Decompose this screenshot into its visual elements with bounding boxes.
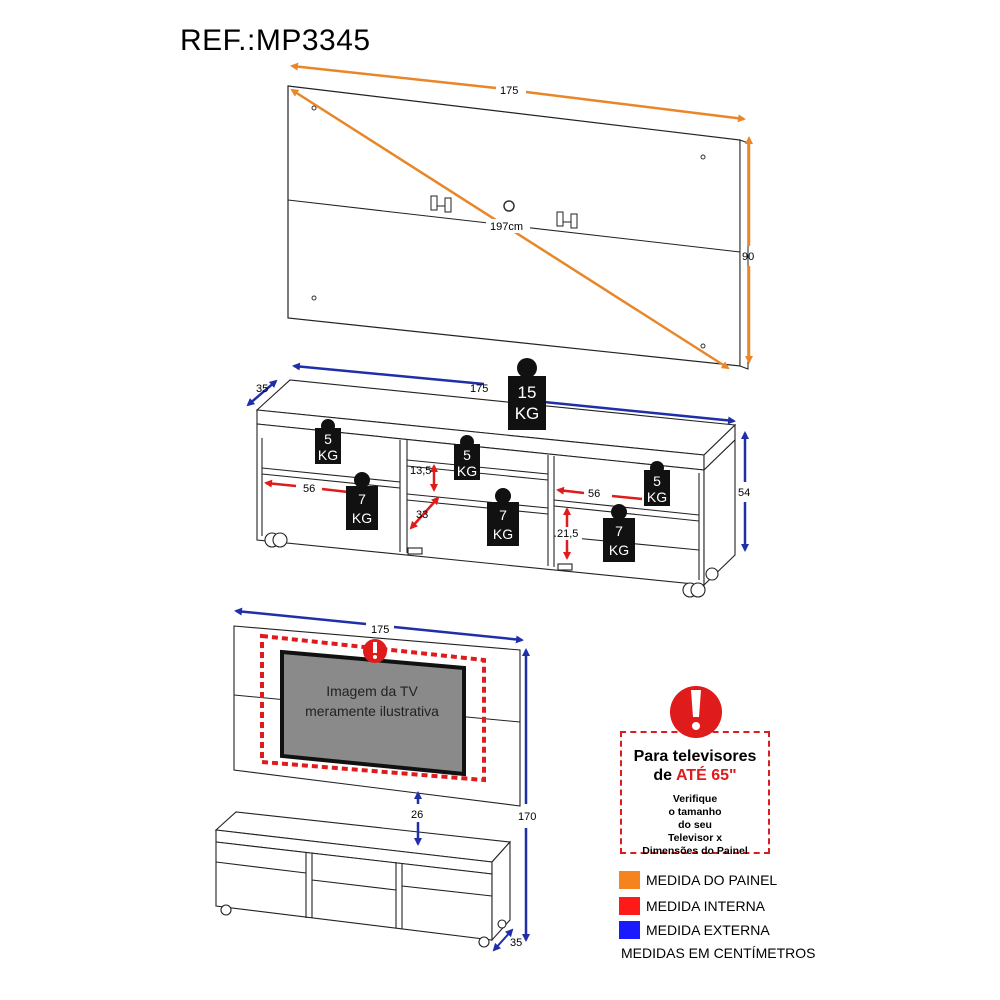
assembled-depth-label: 35: [510, 937, 522, 949]
warning-body: Verifique o tamanho do seu Televisor x D…: [642, 793, 748, 857]
svg-text:Imagem da TV: Imagem da TV: [326, 683, 418, 699]
center-low-height-line: [409, 496, 440, 530]
svg-text:5: 5: [324, 431, 332, 447]
inner-width-left-line: [264, 479, 297, 488]
tv-illustration: Imagem da TV meramente ilustrativa: [280, 649, 466, 777]
rack-depth-label: 35: [256, 383, 268, 395]
inner-width-right-line: [611, 494, 643, 501]
rack-height-label: 54: [738, 487, 750, 499]
weight-tag-right-top: 5 KG: [644, 461, 670, 506]
rack-depth-line: [246, 379, 278, 407]
legend-swatch-orange: [619, 871, 640, 889]
inner-width-right-label: 56: [588, 488, 600, 500]
warning-icon: [670, 686, 722, 738]
warning-highlight: ATÉ 65": [675, 767, 737, 784]
assembled-gap-label: 26: [411, 809, 423, 821]
panel-width-line: [525, 90, 746, 123]
assembled-width-line: [393, 625, 524, 644]
inner-width-right-line: [556, 486, 585, 495]
svg-text:7: 7: [615, 523, 623, 539]
svg-text:5: 5: [463, 447, 471, 463]
weight-tag-center-top: 5 KG: [454, 435, 480, 480]
legend-item-internal: MEDIDA INTERNA: [619, 897, 765, 915]
center-low-height-label: 33: [416, 509, 428, 521]
warning-icon-small: [363, 639, 387, 663]
assembled-height-label: 170: [518, 811, 536, 823]
panel-width-line: [290, 62, 497, 90]
svg-text:KG: KG: [647, 489, 667, 505]
weight-tag-left-top: 5 KG: [315, 419, 341, 464]
svg-text:KG: KG: [515, 404, 540, 423]
weight-tag-left-low: 7 KG: [346, 472, 378, 530]
assembled-rack: [214, 811, 512, 948]
rack-width-line: [292, 362, 485, 386]
weight-tag-center-low: 7 KG: [487, 488, 519, 546]
legend-swatch-red: [619, 897, 640, 915]
rack-width-label: 175: [470, 383, 488, 395]
svg-text:KG: KG: [318, 447, 338, 463]
tv-size-warning: Para televisores de ATÉ 65" Verifique o …: [620, 731, 770, 857]
assembled-width-line: [234, 607, 367, 626]
svg-text:5: 5: [653, 473, 661, 489]
legend-swatch-blue: [619, 921, 640, 939]
svg-text:KG: KG: [457, 463, 477, 479]
reference-code: REF.:MP3345: [180, 24, 371, 57]
rack-width-line: [543, 400, 736, 425]
warning-title: Para televisores de ATÉ 65": [633, 748, 757, 784]
legend-item-panel: MEDIDA DO PAINEL: [619, 871, 777, 889]
svg-text:meramente ilustrativa: meramente ilustrativa: [305, 703, 439, 719]
weight-tag-top: 15 KG: [508, 358, 546, 430]
inner-width-left-line: [321, 487, 349, 494]
legend-item-external: MEDIDA EXTERNA: [619, 921, 770, 939]
svg-text:KG: KG: [493, 526, 513, 542]
inner-width-left-label: 56: [303, 483, 315, 495]
tv-rack: [255, 379, 737, 598]
right-low-height-label: 21,5: [557, 528, 578, 540]
svg-text:KG: KG: [352, 510, 372, 526]
center-shelf-height-label: 13,5: [410, 465, 431, 477]
svg-text:7: 7: [358, 491, 366, 507]
weight-tag-right-low: 7 KG: [603, 504, 635, 562]
units-note: MEDIDAS EM CENTÍMETROS: [621, 945, 816, 961]
assembled-width-label: 175: [371, 624, 389, 636]
svg-text:KG: KG: [609, 542, 629, 558]
assembled-depth-line: [492, 928, 514, 952]
svg-text:15: 15: [518, 383, 537, 402]
panel-diagonal-label: 197cm: [490, 221, 523, 233]
panel-height-label: 90: [742, 251, 754, 263]
panel-width-label: 175: [500, 85, 518, 97]
svg-text:7: 7: [499, 507, 507, 523]
